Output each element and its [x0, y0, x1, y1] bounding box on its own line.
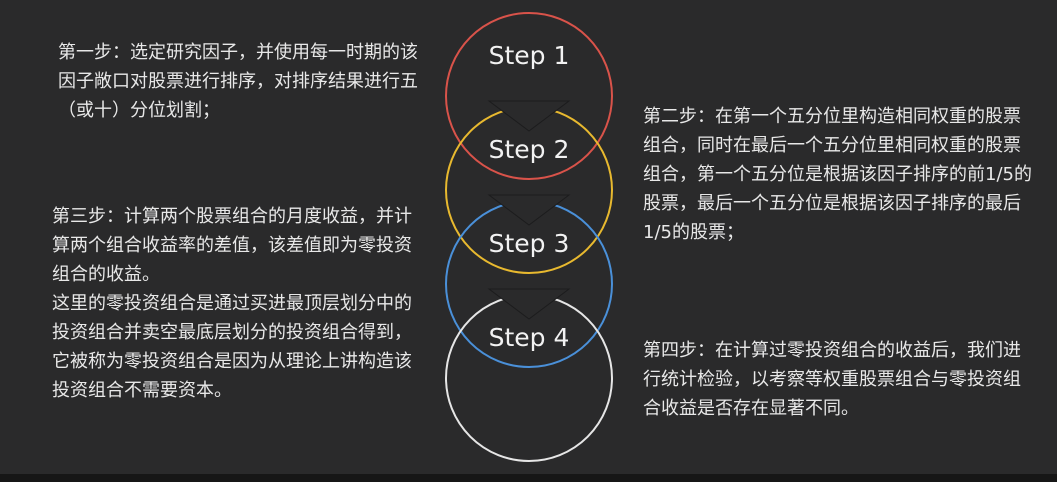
step-1-description: 第一步：选定研究因子，并使用每一时期的该因子敞口对股票进行排序，对排序结果进行五… [58, 38, 418, 125]
step-labels: Step 1 Step 2 Step 3 Step 4 [489, 41, 570, 352]
down-arrow-1 [487, 100, 571, 132]
down-arrow-2 [487, 194, 571, 226]
step-3-description: 第三步：计算两个股票组合的月度收益，并计算两个组合收益率的差值，该差值即为零投资… [52, 202, 418, 405]
step-1-label: Step 1 [489, 41, 570, 70]
step-3-paragraph-2: 这里的零投资组合是通过买进最顶层划分中的投资组合并卖空最底层划分的投资组合得到，… [52, 293, 412, 401]
step-arrows [487, 100, 571, 320]
step-4-paragraph: 第四步：在计算过零投资组合的收益后，我们进行统计检验，以考察等权重股票组合与零投… [643, 340, 1021, 419]
step-2-label: Step 2 [489, 135, 570, 164]
step-2-paragraph: 第二步：在第一个五分位里构造相同权重的股票组合，同时在最后一个五分位里相同权重的… [643, 106, 1032, 243]
step-4-label: Step 4 [489, 323, 570, 352]
bottom-edge [0, 474, 1057, 482]
step-1-circle [445, 12, 613, 180]
step-1-paragraph: 第一步：选定研究因子，并使用每一时期的该因子敞口对股票进行排序，对排序结果进行五… [58, 42, 418, 121]
down-arrow-3 [487, 288, 571, 320]
step-4-circle [445, 294, 613, 462]
step-3-label: Step 3 [489, 229, 570, 258]
step-4-description: 第四步：在计算过零投资组合的收益后，我们进行统计检验，以考察等权重股票组合与零投… [643, 336, 1035, 423]
step-3-paragraph-1: 第三步：计算两个股票组合的月度收益，并计算两个组合收益率的差值，该差值即为零投资… [52, 206, 412, 285]
step-2-description: 第二步：在第一个五分位里构造相同权重的股票组合，同时在最后一个五分位里相同权重的… [643, 102, 1035, 247]
